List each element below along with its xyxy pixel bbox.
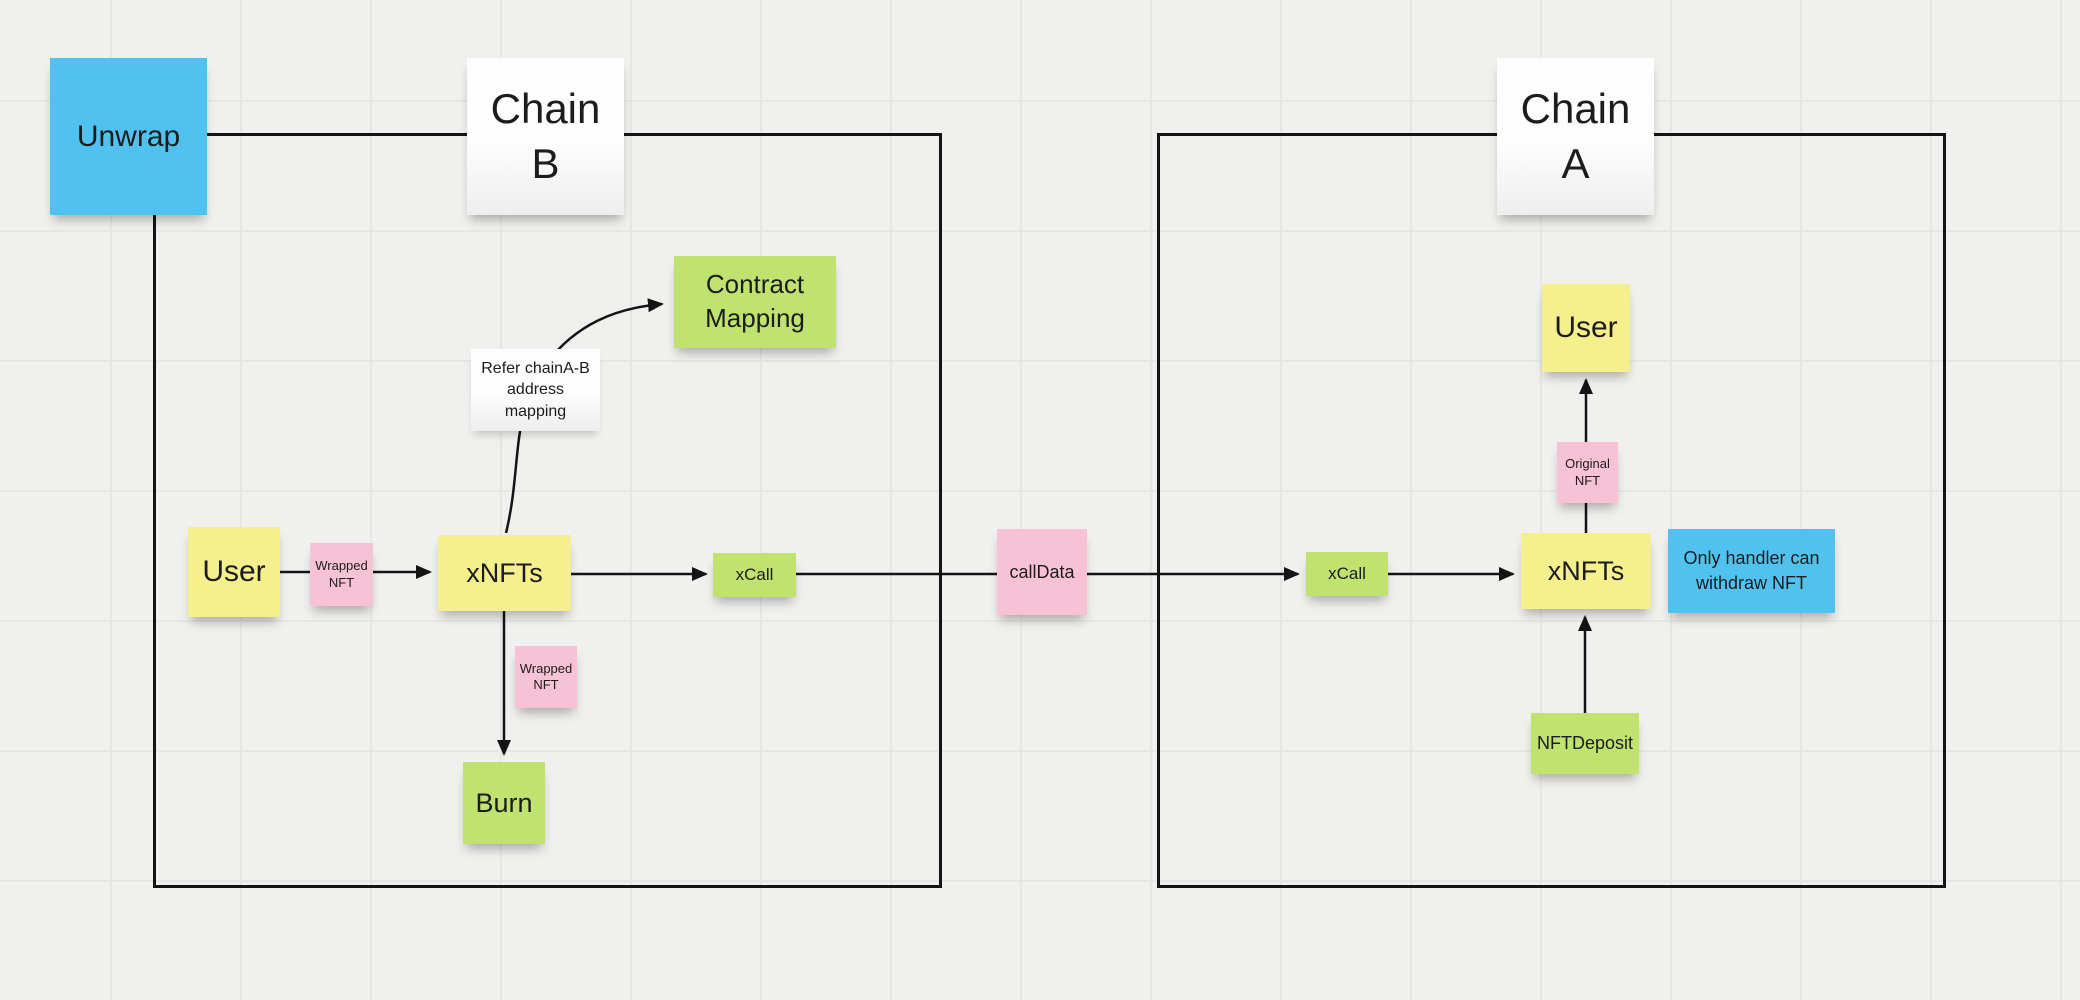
wrapped-nft-2-label: Wrapped NFT (519, 660, 573, 692)
chain-b-frame[interactable] (153, 133, 942, 888)
refer-address-mapping-label: Refer chainA-B address mapping (481, 359, 590, 420)
sticky-xnfts-chain-a[interactable]: xNFTs (1521, 533, 1651, 609)
sticky-contract-mapping[interactable]: Contract Mapping (674, 256, 836, 348)
chain-a-title-label: Chain A (1520, 84, 1631, 187)
burn-label: Burn (475, 787, 533, 818)
only-handler-label: Only handler can withdraw NFT (1683, 547, 1820, 593)
sticky-xcall-chain-a[interactable]: xCall (1306, 552, 1388, 596)
sticky-only-handler-note[interactable]: Only handler can withdraw NFT (1668, 529, 1835, 613)
sticky-user-chain-a[interactable]: User (1542, 284, 1630, 372)
calldata-label: callData (1009, 561, 1075, 582)
sticky-original-nft[interactable]: Original NFT (1557, 442, 1618, 503)
xnfts-chain-b-label: xNFTs (466, 557, 543, 588)
original-nft-label: Original NFT (1565, 456, 1610, 488)
xcall-chain-b-label: xCall (735, 565, 774, 584)
user-chain-b-label: User (202, 555, 266, 588)
sticky-nft-deposit[interactable]: NFTDeposit (1531, 713, 1639, 774)
nft-deposit-label: NFTDeposit (1536, 733, 1634, 753)
sticky-wrapped-nft-user-to-xnfts[interactable]: Wrapped NFT (310, 543, 373, 606)
sticky-xcall-chain-b[interactable]: xCall (713, 553, 796, 597)
wrapped-nft-1-label: Wrapped NFT (315, 558, 368, 590)
sticky-unwrap-label: Unwrap (76, 119, 181, 153)
sticky-xnfts-chain-b[interactable]: xNFTs (438, 535, 571, 611)
chain-b-title-label: Chain B (490, 84, 601, 187)
xcall-chain-a-label: xCall (1328, 564, 1366, 583)
sticky-unwrap[interactable]: Unwrap (50, 58, 207, 215)
sticky-refer-address-mapping[interactable]: Refer chainA-B address mapping (471, 349, 600, 431)
xnfts-chain-a-label: xNFTs (1547, 555, 1625, 586)
sticky-burn[interactable]: Burn (463, 762, 545, 844)
user-chain-a-label: User (1554, 311, 1618, 344)
sticky-wrapped-nft-xnfts-to-burn[interactable]: Wrapped NFT (515, 646, 577, 708)
contract-mapping-label: Contract Mapping (705, 269, 805, 333)
sticky-chain-a-title[interactable]: Chain A (1497, 58, 1654, 215)
chain-a-frame[interactable] (1157, 133, 1946, 888)
sticky-calldata[interactable]: callData (997, 529, 1087, 615)
sticky-chain-b-title[interactable]: Chain B (467, 58, 624, 215)
sticky-user-chain-b[interactable]: User (188, 527, 280, 617)
